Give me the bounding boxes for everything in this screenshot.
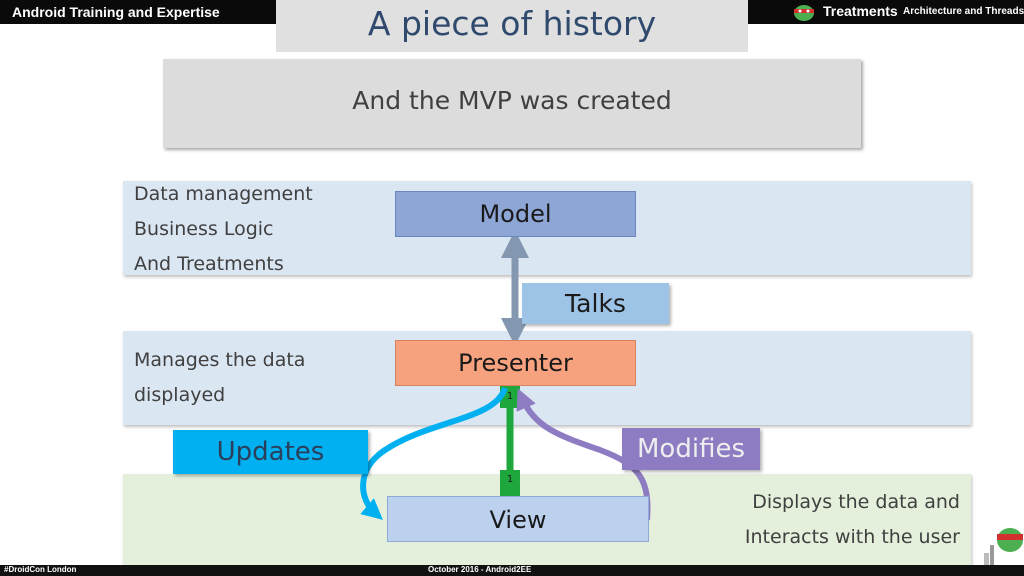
view-multiplicity: 1 xyxy=(506,474,514,485)
turtle-mascot-icon xyxy=(984,528,1023,565)
model-layer-line-2: Business Logic xyxy=(134,218,274,240)
footer-center: October 2016 - Android2EE xyxy=(428,565,532,574)
footer-left: #DroidCon London xyxy=(4,565,77,574)
updates-arrow xyxy=(360,386,508,520)
slide-title-box: A piece of history xyxy=(276,0,748,52)
modifies-label: Modifies xyxy=(622,428,760,470)
view-node: View xyxy=(387,496,649,542)
turtle-logo-icon xyxy=(794,5,814,21)
slide-subtitle: And the MVP was created xyxy=(352,86,672,115)
talks-label: Talks xyxy=(522,283,669,324)
model-layer-line-1: Data management xyxy=(134,183,313,205)
header-right-title: Treatments xyxy=(823,3,898,19)
slide-subtitle-box: And the MVP was created xyxy=(163,59,861,148)
model-layer-line-3: And Treatments xyxy=(134,253,284,275)
presenter-multiplicity: 1 xyxy=(506,391,514,402)
footer-bar: #DroidCon London October 2016 - Android2… xyxy=(0,565,1024,576)
presenter-layer-line-1: Manages the data xyxy=(134,349,306,371)
presenter-node: Presenter xyxy=(395,340,636,386)
view-layer-line-1: Displays the data and xyxy=(752,491,960,513)
header-right-bar: Treatments Architecture and Threads xyxy=(748,0,1024,24)
slide-title: A piece of history xyxy=(367,4,657,43)
updates-label: Updates xyxy=(173,430,368,474)
view-link-end xyxy=(500,470,520,496)
modifies-arrow xyxy=(516,388,651,521)
header-left-title: Android Training and Expertise xyxy=(12,4,220,20)
header-left-bar: Android Training and Expertise xyxy=(0,0,276,24)
view-layer-line-2: Interacts with the user xyxy=(744,526,960,548)
presenter-layer-line-2: displayed xyxy=(134,384,226,406)
model-node: Model xyxy=(395,191,636,237)
header-right-subtitle: Architecture and Threads xyxy=(903,6,1024,17)
